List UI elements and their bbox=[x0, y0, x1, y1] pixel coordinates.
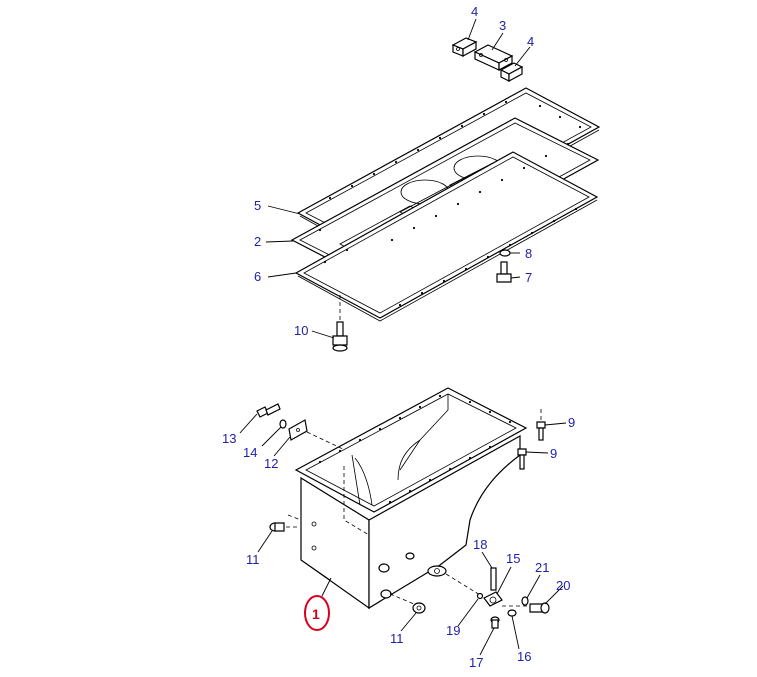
callout-10[interactable]: 10 bbox=[294, 323, 308, 338]
callout-11-left[interactable]: 11 bbox=[246, 552, 260, 567]
pan-phantom-side bbox=[287, 514, 302, 521]
pan-phantom-left bbox=[343, 466, 370, 536]
callout-6[interactable]: 6 bbox=[254, 269, 261, 284]
leader-lines bbox=[239, 18, 567, 656]
plate-bolt-holes bbox=[318, 100, 582, 307]
callout-9-lower[interactable]: 9 bbox=[550, 446, 557, 461]
gasket-6 bbox=[294, 151, 599, 322]
washer-part-14 bbox=[279, 419, 287, 429]
callout-17[interactable]: 17 bbox=[469, 655, 483, 670]
callout-4-top-left[interactable]: 4 bbox=[471, 4, 478, 19]
callout-16[interactable]: 16 bbox=[517, 649, 531, 664]
part-12-axis bbox=[306, 431, 346, 451]
callout-9-upper[interactable]: 9 bbox=[568, 415, 575, 430]
bolt-part-7 bbox=[496, 261, 512, 283]
callout-20[interactable]: 20 bbox=[556, 578, 570, 593]
pin-part-18 bbox=[490, 567, 497, 591]
plate-part-4-right bbox=[499, 62, 524, 83]
bolt-part-10 bbox=[332, 321, 348, 352]
plug-part-20 bbox=[529, 602, 550, 614]
plate-part-12 bbox=[288, 419, 308, 441]
callout-13[interactable]: 13 bbox=[222, 431, 236, 446]
callout-5[interactable]: 5 bbox=[254, 198, 261, 213]
bolt-part-9-upper bbox=[536, 421, 546, 441]
callout-21[interactable]: 21 bbox=[535, 560, 549, 575]
plug-part-11-lower bbox=[412, 602, 426, 614]
callout-15[interactable]: 15 bbox=[506, 551, 520, 566]
callout-2[interactable]: 2 bbox=[254, 234, 261, 249]
valve-part-15 bbox=[483, 591, 503, 607]
oil-pan-part-1 bbox=[294, 387, 528, 610]
plate-part-3 bbox=[473, 44, 514, 72]
callout-19[interactable]: 19 bbox=[446, 623, 460, 638]
callout-1[interactable]: 1 bbox=[312, 606, 320, 622]
callout-11-lower[interactable]: 11 bbox=[390, 631, 404, 646]
callout-3[interactable]: 3 bbox=[499, 18, 506, 33]
callout-12[interactable]: 12 bbox=[264, 456, 278, 471]
plug-part-16 bbox=[507, 609, 517, 617]
bolt-part-13 bbox=[256, 403, 281, 418]
callout-8[interactable]: 8 bbox=[525, 246, 532, 261]
plug-part-17 bbox=[490, 616, 500, 629]
callout-18[interactable]: 18 bbox=[473, 537, 487, 552]
callout-7[interactable]: 7 bbox=[525, 270, 532, 285]
washer-part-19 bbox=[476, 592, 484, 600]
plate-part-4-left bbox=[451, 37, 478, 58]
washer-part-8 bbox=[499, 249, 511, 257]
pan-flange-holes bbox=[318, 394, 512, 504]
bolt-part-9-lower bbox=[517, 448, 527, 470]
plug-part-11-left bbox=[269, 522, 285, 532]
drain-axis bbox=[445, 573, 481, 596]
callout-14[interactable]: 14 bbox=[243, 445, 257, 460]
callout-4-top-right[interactable]: 4 bbox=[527, 34, 534, 49]
washer-part-21 bbox=[521, 596, 529, 606]
plug-11-lower-axis bbox=[389, 593, 415, 605]
highlight-circle-1 bbox=[304, 595, 330, 631]
